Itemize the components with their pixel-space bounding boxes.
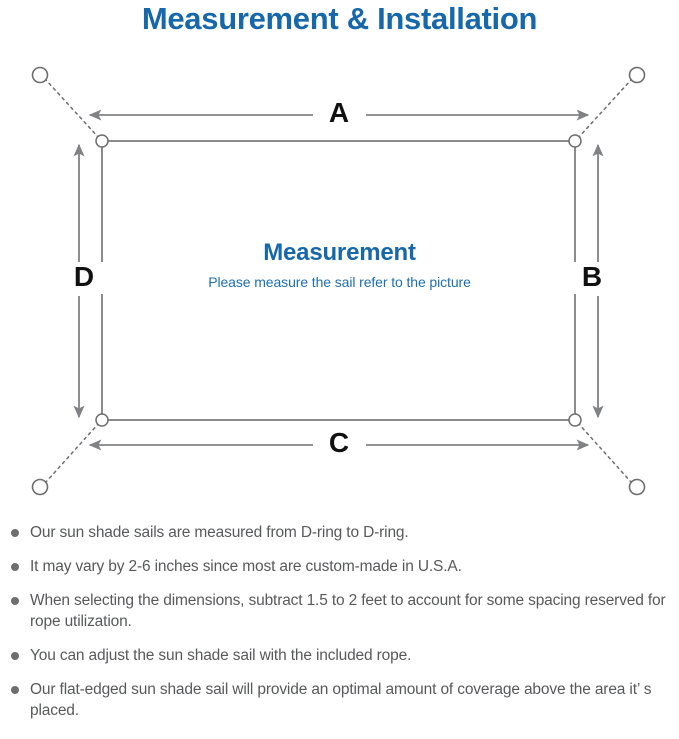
page-title: Measurement & Installation [141, 1, 538, 36]
note-text: It may vary by 2-6 inches since most are… [30, 558, 462, 575]
dimension-label-b: B [572, 262, 612, 294]
anchor-ring-top-right [628, 66, 646, 84]
note-text: Our flat-edged sun shade sail will provi… [30, 681, 652, 719]
anchor-rings [31, 66, 646, 496]
bullet-icon [11, 652, 19, 660]
d-ring-top-right [568, 134, 582, 148]
rope-top-right [577, 79, 632, 139]
d-rings [95, 134, 582, 427]
list-item: Our sun shade sails are measured from D-… [0, 522, 679, 543]
dimension-label-c: C [313, 428, 365, 460]
notes-list: Our sun shade sails are measured from D-… [0, 522, 679, 734]
d-ring-bottom-right [568, 413, 582, 427]
list-item: It may vary by 2-6 inches since most are… [0, 556, 679, 577]
note-text: When selecting the dimensions, subtract … [30, 592, 666, 630]
list-item: Our flat-edged sun shade sail will provi… [0, 679, 679, 721]
anchor-ring-top-left [31, 66, 49, 84]
d-ring-top-left [95, 134, 109, 148]
rope-bottom-left [45, 422, 100, 483]
dimension-label-a: A [313, 98, 365, 130]
bullet-icon [11, 529, 19, 537]
rope-top-left [45, 79, 100, 139]
note-text: Our sun shade sails are measured from D-… [30, 524, 409, 541]
anchor-ring-bottom-right [628, 478, 646, 496]
diagram-canvas [0, 48, 679, 510]
anchor-ring-bottom-left [31, 478, 49, 496]
note-text: You can adjust the sun shade sail with t… [30, 647, 412, 664]
d-ring-bottom-left [95, 413, 109, 427]
sail-rectangle [101, 140, 576, 421]
rope-bottom-right [577, 422, 632, 483]
bullet-icon [11, 563, 19, 571]
rope-lines [45, 79, 632, 483]
list-item: You can adjust the sun shade sail with t… [0, 645, 679, 666]
bullet-icon [11, 597, 19, 605]
dimension-label-d: D [64, 262, 104, 294]
list-item: When selecting the dimensions, subtract … [0, 590, 679, 632]
bullet-icon [11, 686, 19, 694]
